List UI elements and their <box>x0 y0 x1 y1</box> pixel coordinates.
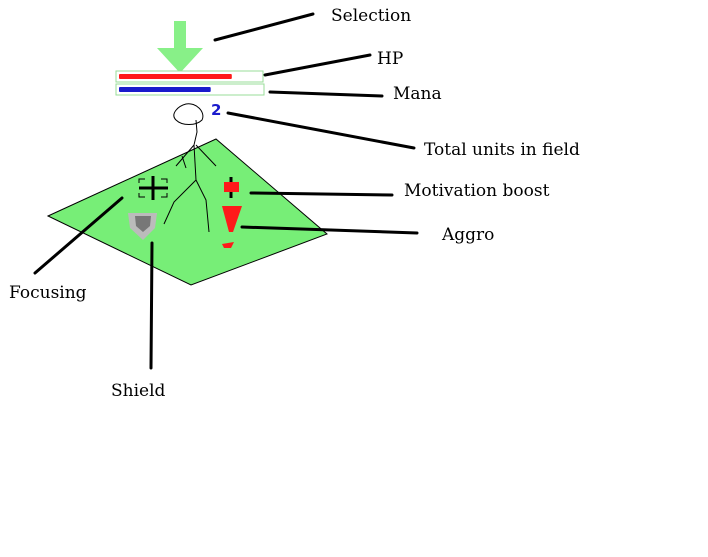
shield-icon <box>128 213 157 240</box>
field-tile <box>46 138 328 286</box>
hp-label: HP <box>377 49 404 69</box>
motivation-boost-label: Motivation boost <box>404 181 550 201</box>
count-leader <box>226 111 416 150</box>
aggro-leader <box>240 225 419 235</box>
hp-bar <box>115 70 264 83</box>
mana-label: Mana <box>393 84 442 104</box>
mana-bar <box>115 83 265 96</box>
stick-figure-icon <box>163 103 217 233</box>
hp-bar-fill <box>119 74 232 79</box>
leader-lines <box>33 12 419 370</box>
focusing-leader <box>33 196 124 275</box>
mana-leader <box>268 90 384 98</box>
exclamation-icon <box>222 206 242 248</box>
focusing-label: Focusing <box>9 283 87 303</box>
selection-label: Selection <box>331 6 412 26</box>
shield-leader <box>149 241 154 370</box>
selection-leader <box>213 12 315 42</box>
hp-leader <box>263 53 372 77</box>
total-units-label: Total units in field <box>424 140 580 160</box>
motivation-flag-icon <box>224 177 239 198</box>
aggro-label: Aggro <box>442 225 495 245</box>
motivation-leader <box>249 191 394 197</box>
selection-arrow-icon <box>157 21 203 73</box>
unit-count: 2 <box>211 101 222 119</box>
mana-bar-fill <box>119 87 211 92</box>
shield-label: Shield <box>111 381 166 401</box>
crosshair-icon <box>138 176 168 200</box>
